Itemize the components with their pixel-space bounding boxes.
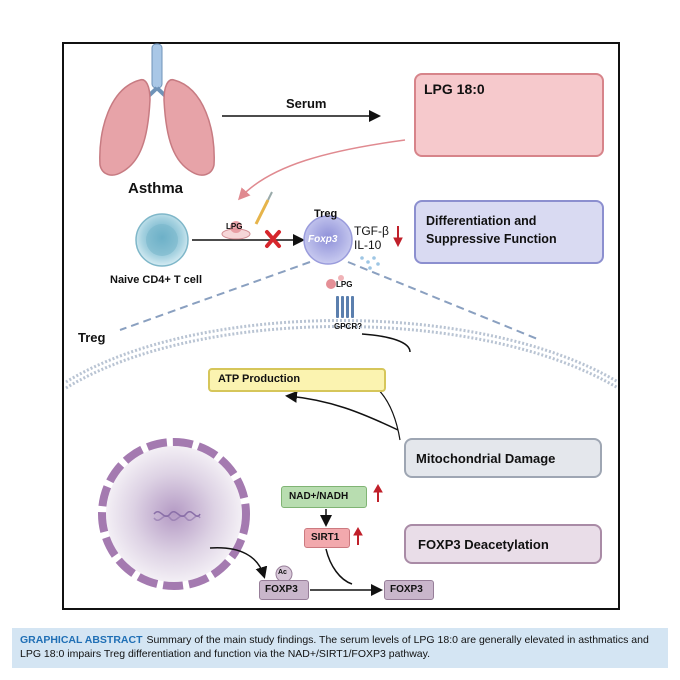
lpg-18-box: LPG 18:0 <box>414 73 604 157</box>
foxp3-deacetylated-box: FOXP3 <box>384 580 434 600</box>
sirt1-box: SIRT1 <box>304 528 350 548</box>
foxp3-deacetylation-box: FOXP3 Deacetylation <box>404 524 602 564</box>
secretion-dots <box>360 256 380 270</box>
tgf-beta-label: TGF-β <box>354 224 389 238</box>
treg-top-label: Treg <box>314 208 338 220</box>
ac-label: Ac <box>278 569 287 576</box>
caption-text: Summary of the main study findings. The … <box>20 634 649 660</box>
nad-label: NAD+/NADH <box>289 491 349 502</box>
lpg-receptor-label: LPG <box>336 280 353 289</box>
atp-arrow <box>285 390 399 431</box>
increase-arrows-small <box>353 483 383 545</box>
sirt1-label: SIRT1 <box>311 532 340 543</box>
foxp3-nucleus-label: Foxp3 <box>308 234 338 245</box>
mito-label: Mitochondrial Damage <box>416 451 556 466</box>
nad-nadh-box: NAD+/NADH <box>281 486 367 508</box>
lpg-dish-icon <box>221 221 251 240</box>
differentiation-box: Differentiation and Suppressive Function <box>414 200 604 264</box>
naive-cell-label: Naive CD4+ T cell <box>110 274 203 286</box>
cell-membrane <box>65 319 619 384</box>
lpg-ball-icon <box>326 279 336 289</box>
treg-membrane-label: Treg <box>78 330 106 345</box>
foxp3-left-label: FOXP3 <box>265 584 298 595</box>
asthma-label: Asthma <box>128 180 184 197</box>
nucleus-icon <box>98 438 250 590</box>
diff-line2: Suppressive Function <box>426 232 557 246</box>
foxp3-right-label: FOXP3 <box>390 584 423 595</box>
serum-label: Serum <box>286 96 327 111</box>
deacetylation-label: FOXP3 Deacetylation <box>418 537 549 552</box>
mitochondrial-damage-box: Mitochondrial Damage <box>404 438 602 478</box>
treg-cell-icon <box>303 215 353 265</box>
nucleus-foxp3-arrow <box>209 547 268 579</box>
gpcr-label: GPCR? <box>334 322 362 331</box>
atp-production-box: ATP Production <box>208 368 386 392</box>
lpg-feedback-arrow <box>237 139 406 201</box>
lpg-box-title: LPG 18:0 <box>424 81 485 97</box>
pipette-icon <box>254 191 273 225</box>
il10-label: IL-10 <box>354 238 382 252</box>
lungs-icon <box>99 43 215 176</box>
foxp3-acetylated-box: FOXP3 <box>259 580 309 600</box>
caption-title: GRAPHICAL ABSTRACT <box>20 634 143 646</box>
diff-line1: Differentiation and <box>426 214 537 228</box>
atp-label: ATP Production <box>218 373 301 385</box>
inhibition-x-icon <box>265 230 281 248</box>
gpcr-receptor-icon <box>336 296 354 318</box>
lpg-label: LPG <box>226 222 243 231</box>
